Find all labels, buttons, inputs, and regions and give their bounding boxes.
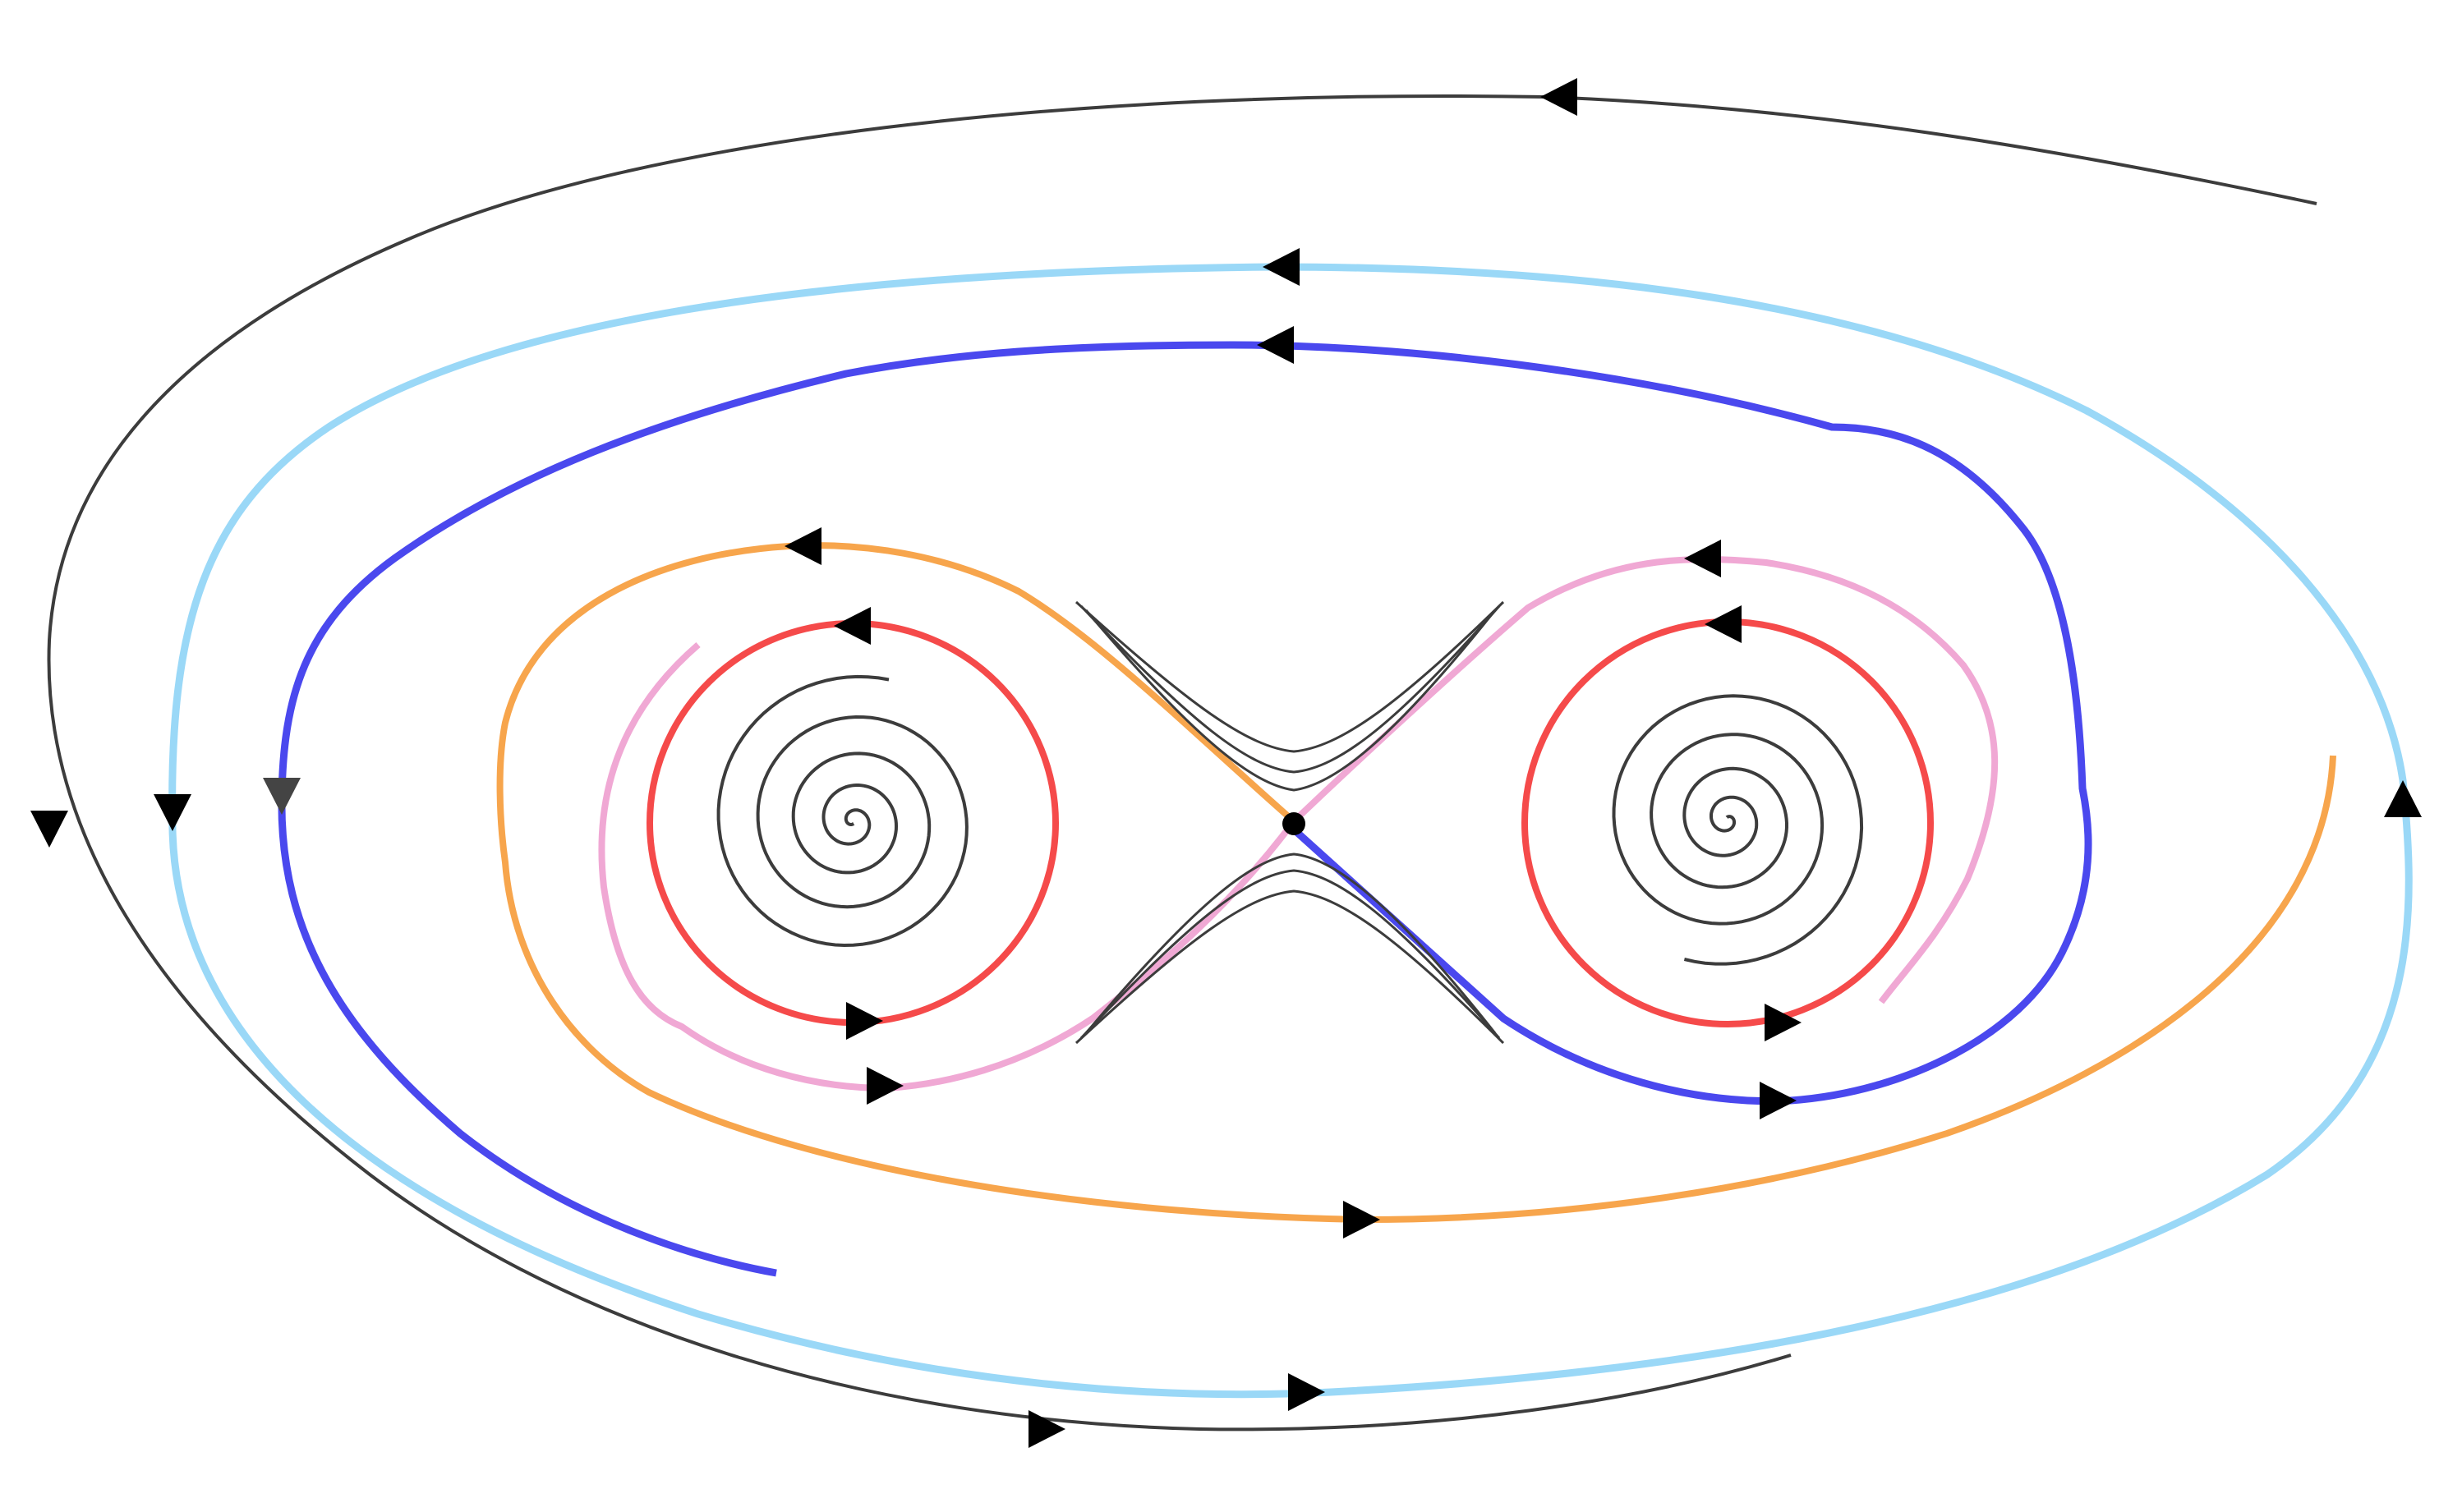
arrow-right-icon xyxy=(1029,1410,1065,1448)
arrow-left-icon xyxy=(1705,605,1742,643)
arrow-left-icon xyxy=(1257,326,1294,364)
arrow-right-icon xyxy=(1288,1373,1325,1411)
arrow-right-icon xyxy=(867,1067,904,1105)
saddle-point xyxy=(1282,812,1305,835)
saddle-branches-top xyxy=(1075,600,1505,792)
arrow-down-icon xyxy=(263,778,301,815)
orange-orbit xyxy=(496,542,2336,1224)
arrow-left-icon xyxy=(785,527,821,565)
blue-orbit xyxy=(278,341,2092,1277)
arrow-right-icon xyxy=(1765,1004,1802,1041)
arrowheads xyxy=(30,78,2422,1448)
arrow-down-icon xyxy=(154,794,191,831)
left-spiral xyxy=(716,674,969,948)
arrow-down-icon xyxy=(30,811,68,848)
arrow-left-icon xyxy=(1684,540,1721,577)
outer-orbit xyxy=(47,94,2317,1432)
right-spiral xyxy=(1612,694,1864,966)
arrow-left-icon xyxy=(1540,78,1577,116)
saddle-branches-bottom xyxy=(1075,853,1505,1045)
arrow-left-icon xyxy=(834,607,871,645)
arrow-left-icon xyxy=(1263,248,1300,286)
arrow-right-icon xyxy=(846,1002,883,1040)
arrow-right-icon xyxy=(1760,1082,1797,1119)
light-blue-orbit xyxy=(168,263,2413,1399)
arrow-up-icon xyxy=(2384,780,2422,817)
arrow-right-icon xyxy=(1343,1201,1380,1239)
